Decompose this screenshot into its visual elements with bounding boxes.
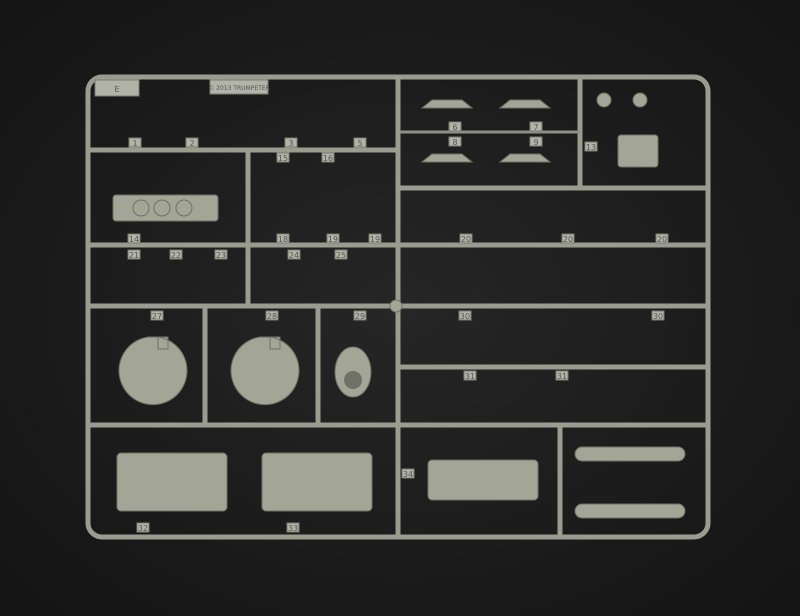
sprue-shape xyxy=(561,233,575,244)
sprue-shape xyxy=(128,137,142,148)
sprue-shape xyxy=(353,137,367,148)
part-number-label: 16 xyxy=(323,154,333,163)
part-number-label: 13 xyxy=(586,143,596,152)
part-28 xyxy=(230,336,300,406)
sprue-shape xyxy=(617,134,659,168)
sprue-letter: E xyxy=(114,85,119,94)
part-number-label: 15 xyxy=(278,154,288,163)
parts xyxy=(112,92,686,519)
part-number-label: 34 xyxy=(403,470,413,479)
part-33 xyxy=(261,452,373,512)
part-number-label: 20 xyxy=(563,235,573,244)
part-number-label: 25 xyxy=(336,251,346,260)
sprue-shape xyxy=(555,370,569,381)
part-number-label: 27 xyxy=(152,312,162,321)
part-number-label: 23 xyxy=(216,251,226,260)
sprue-shape xyxy=(448,136,462,147)
sprue-shape xyxy=(286,522,300,533)
part-number-label: 20 xyxy=(461,235,471,244)
part-number-label: 33 xyxy=(288,524,298,533)
part-number-label: 30 xyxy=(653,312,663,321)
part-number-label: 32 xyxy=(138,524,148,533)
part-number-label: 9 xyxy=(533,138,538,147)
sprue-shape xyxy=(276,152,290,163)
sprue-shape xyxy=(169,249,183,260)
sprue-shape xyxy=(463,370,477,381)
copyright-plate: © 2013 TRUMPETER xyxy=(208,79,270,95)
sprue-shape xyxy=(214,249,228,260)
sprue-shape xyxy=(632,92,648,108)
sprue-shape xyxy=(132,199,150,217)
sprue-shape xyxy=(353,310,367,321)
sprue-shape xyxy=(596,92,612,108)
copyright-text: © 2013 TRUMPETER xyxy=(208,85,270,92)
part-number-label: 2 xyxy=(189,139,194,148)
sprue-letter-plate: E xyxy=(94,79,140,97)
part-number-label: 5 xyxy=(357,139,362,148)
part-number-label: 14 xyxy=(129,235,139,244)
sprue-shape xyxy=(209,79,269,95)
sprue-shape xyxy=(574,446,686,462)
part-number-label: 7 xyxy=(533,123,538,132)
sprue-shape xyxy=(459,233,473,244)
part-number-label: 8 xyxy=(452,138,457,147)
part-number-label: 1 xyxy=(132,139,137,148)
sprue-shape xyxy=(150,310,164,321)
part-32 xyxy=(116,452,228,512)
part-number-tags: 1 2 3 5 6 7 8 9 13 14 15 16 18 19 19 20 … xyxy=(127,121,669,533)
sprue-shape xyxy=(185,137,199,148)
part-number-label: 22 xyxy=(171,251,181,260)
part-number-label: 20 xyxy=(657,235,667,244)
part-number-label: 31 xyxy=(557,372,567,381)
sprue-shape xyxy=(401,468,415,479)
sprue-shape xyxy=(584,141,598,152)
sprue-shape xyxy=(651,310,665,321)
sprue-shape xyxy=(529,136,543,147)
sprue-shape xyxy=(574,503,686,519)
part-number-label: 6 xyxy=(452,123,457,132)
sprue-frame xyxy=(85,74,711,540)
sprue-shape xyxy=(175,199,193,217)
part-number-label: 29 xyxy=(355,312,365,321)
part-number-label: 21 xyxy=(129,251,139,260)
part-number-label: 19 xyxy=(328,235,338,244)
sprue-shape xyxy=(529,121,543,132)
sprue-shape xyxy=(420,99,474,163)
part-34 xyxy=(427,459,539,501)
sprue-shape xyxy=(498,99,552,163)
sprue-shape xyxy=(284,137,298,148)
sprue-shape xyxy=(344,371,362,389)
part-number-label: 24 xyxy=(289,251,299,260)
sprue-shape xyxy=(655,233,669,244)
sprue-shape xyxy=(94,79,140,97)
sprue-shape xyxy=(287,249,301,260)
sprue-shape xyxy=(136,522,150,533)
sprue-shape xyxy=(334,249,348,260)
part-number-label: 19 xyxy=(370,235,380,244)
sprue-shape xyxy=(127,249,141,260)
sprue-shape xyxy=(321,152,335,163)
part-27 xyxy=(118,336,188,406)
part-number-label: 3 xyxy=(288,139,293,148)
sprue-shape xyxy=(448,121,462,132)
part-number-label: 31 xyxy=(465,372,475,381)
part-number-label: 30 xyxy=(460,312,470,321)
sprue-shape xyxy=(265,310,279,321)
part-number-label: 28 xyxy=(267,312,277,321)
sprue-shape xyxy=(276,233,290,244)
sprue-shape xyxy=(368,233,382,244)
sprue-shape xyxy=(153,199,171,217)
sprue-shape xyxy=(127,233,141,244)
sprue-shape xyxy=(458,310,472,321)
sprue-shape xyxy=(326,233,340,244)
sprue-shape xyxy=(389,299,403,313)
part-number-label: 18 xyxy=(278,235,288,244)
